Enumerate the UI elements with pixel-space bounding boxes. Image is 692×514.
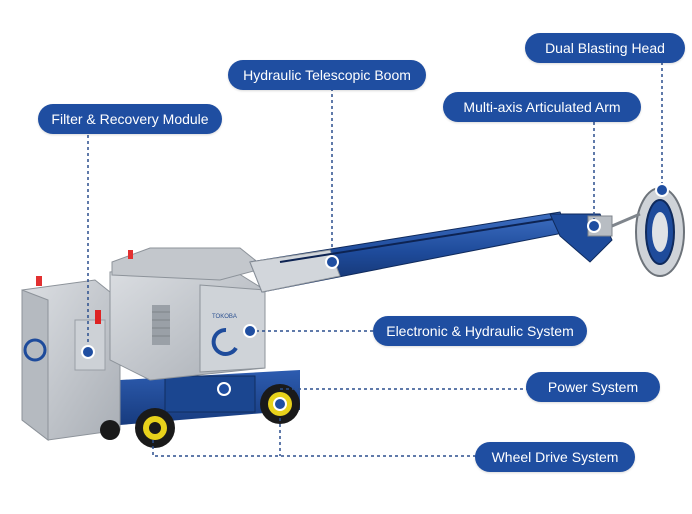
label-wheel-drive-system[interactable]: Wheel Drive System	[475, 442, 635, 472]
boom-inner	[249, 249, 341, 293]
leader-lines	[87, 62, 663, 457]
label-filter-recovery-module[interactable]: Filter & Recovery Module	[38, 104, 222, 134]
filter-cabinet-door	[74, 319, 106, 371]
filter-cabinet-logo	[23, 338, 47, 362]
turret-beacon	[128, 250, 133, 259]
brand-logo-icon	[211, 327, 238, 356]
label-multi-axis-articulated-arm[interactable]: Multi-axis Articulated Arm	[443, 92, 641, 122]
hotspot-hydraulic-boom[interactable]	[325, 255, 339, 269]
hotspot-articulated-arm[interactable]	[587, 219, 601, 233]
wheel-front-left	[135, 408, 175, 448]
filter-cabinet-front	[21, 289, 49, 442]
hotspot-electronic-hydraulic[interactable]	[243, 324, 257, 338]
hotspot-dots	[81, 183, 669, 411]
filter-cabinet-latch	[95, 310, 101, 324]
label-power-system[interactable]: Power System	[526, 372, 660, 402]
blasting-head	[611, 187, 685, 277]
filter-beacon-light	[36, 276, 42, 286]
vent-grille	[152, 305, 170, 345]
chassis-battery-box	[164, 375, 256, 413]
machine-illustration: TOKOBA	[21, 187, 685, 448]
hotspot-dual-blasting-head[interactable]	[655, 183, 669, 197]
brand-mark: TOKOBA	[212, 314, 237, 320]
label-dual-blasting-head[interactable]: Dual Blasting Head	[525, 33, 685, 63]
hotspot-filter-recovery[interactable]	[81, 345, 95, 359]
label-electronic-hydraulic-system[interactable]: Electronic & Hydraulic System	[373, 316, 587, 346]
hotspot-power-system[interactable]	[217, 382, 231, 396]
hotspot-wheel-drive[interactable]	[273, 397, 287, 411]
boom-hydraulic-line	[279, 217, 561, 263]
label-hydraulic-telescopic-boom[interactable]: Hydraulic Telescopic Boom	[228, 60, 426, 90]
leader-wheel-drive	[152, 440, 476, 457]
wheel-rear	[100, 420, 120, 440]
